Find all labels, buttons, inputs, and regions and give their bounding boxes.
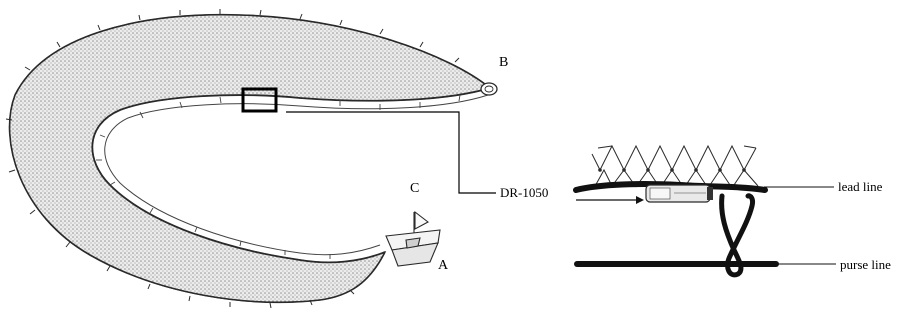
- label-purse-line: purse line: [840, 258, 891, 271]
- mesh-knots: [598, 168, 746, 172]
- callout-connector: [286, 112, 496, 193]
- logger-arrow: [576, 196, 644, 204]
- dr1050-logger: [646, 185, 713, 202]
- label-point-b: B: [499, 56, 508, 70]
- label-logger: DR-1050: [500, 186, 548, 199]
- label-point-a: A: [438, 259, 448, 273]
- label-lead-line: lead line: [838, 180, 882, 193]
- label-point-c: C: [410, 182, 419, 196]
- boat-icon: [386, 212, 440, 266]
- end-float-b: [481, 83, 497, 95]
